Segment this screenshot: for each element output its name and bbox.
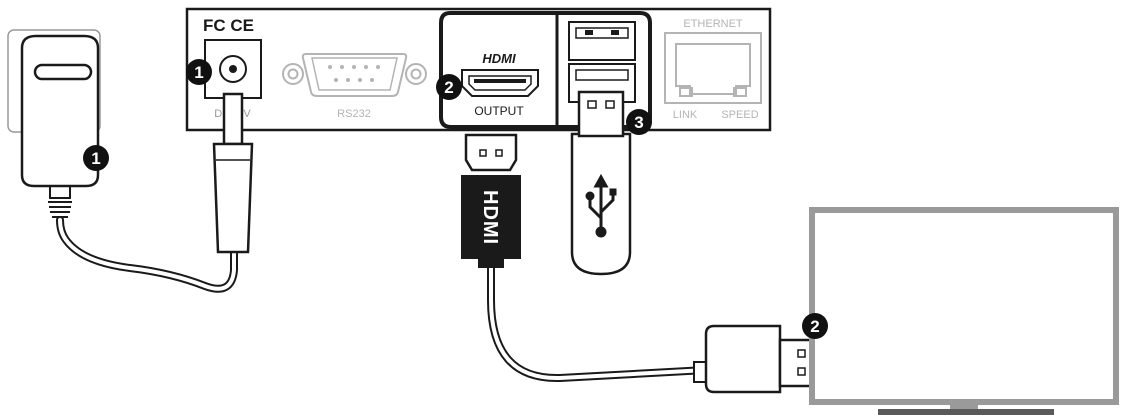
power-adapter xyxy=(7,29,238,293)
speed-label: SPEED xyxy=(721,109,758,121)
tv-stand-neck xyxy=(950,402,978,410)
callout-number: 3 xyxy=(634,113,643,132)
rs232-port xyxy=(282,53,427,97)
ethernet-label: ETHERNET xyxy=(683,18,743,30)
hdmi-plug-label: HDMI xyxy=(479,190,501,245)
hdmi-cable: HDMI xyxy=(461,133,824,394)
dc-input-port xyxy=(204,39,262,99)
link-label: LINK xyxy=(673,109,698,121)
strain-relief xyxy=(48,186,72,218)
hdmi-plug-device: HDMI xyxy=(461,133,521,268)
ethernet-port xyxy=(664,32,762,104)
usb-flash-drive xyxy=(570,90,632,276)
hdmi-logo: HDMI xyxy=(482,51,516,66)
callout-number: 2 xyxy=(444,78,453,97)
tv-screen xyxy=(809,207,1119,405)
hdmi-port-label: OUTPUT xyxy=(474,104,524,118)
tv-stand-base xyxy=(878,409,1054,415)
dc-plug xyxy=(212,92,254,254)
callout-dc-port: 1 xyxy=(186,59,212,85)
device-back-panel: FC CE DC 5V RS232 ETHERNET xyxy=(185,7,772,132)
rs232-pins xyxy=(328,65,380,82)
callout-hdmi-port: 2 xyxy=(436,74,462,100)
callout-number: 2 xyxy=(810,317,819,336)
hdmi-port xyxy=(461,69,539,97)
usb-ports xyxy=(568,21,636,103)
adapter-slot xyxy=(33,63,93,81)
callout-tv-hdmi: 2 xyxy=(802,313,828,339)
rs232-label: RS232 xyxy=(337,108,371,120)
usb-icon xyxy=(585,173,617,238)
callout-number: 1 xyxy=(91,149,100,168)
hdmi-plug-tv xyxy=(693,324,824,394)
certification-marks: FC CE xyxy=(203,16,254,35)
callout-usb-port: 3 xyxy=(626,109,652,135)
television xyxy=(809,207,1119,415)
callout-power-adapter: 1 xyxy=(83,145,109,171)
callout-number: 1 xyxy=(194,63,203,82)
usb-drive-plug xyxy=(577,90,625,138)
